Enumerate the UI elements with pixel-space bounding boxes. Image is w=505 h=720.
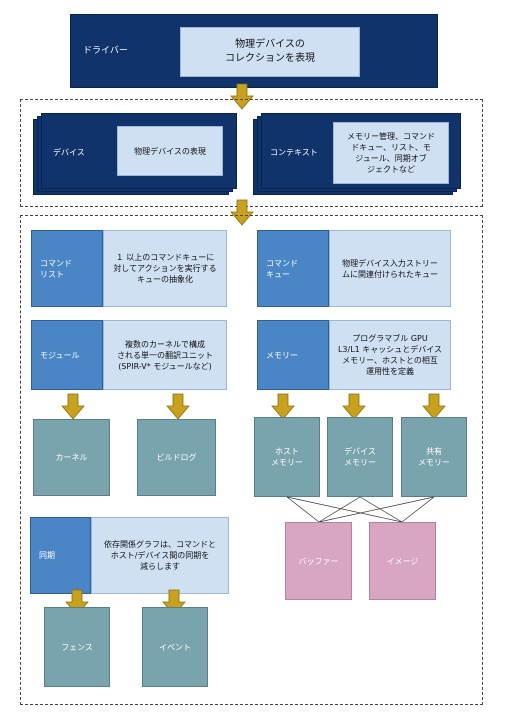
fence-box: フェンス xyxy=(44,607,110,687)
event-box: イベント xyxy=(142,607,208,687)
context-desc-line4: ジェクトなど xyxy=(367,165,415,174)
device-description: 物理デバイスの表現 xyxy=(117,126,223,176)
memory-description: プログラマブル GPU L3/L1 キャッシュとデバイス メモリー、ホストとの相… xyxy=(329,320,451,390)
memory-desc-line4: 運用性を定義 xyxy=(366,367,414,376)
command-list-label-line2: リスト xyxy=(40,269,64,279)
command-queue-desc-line1: 物理デバイス入力ストリー xyxy=(342,258,438,268)
module-label: モジュール xyxy=(31,320,103,390)
arrow-down-icon xyxy=(166,393,190,420)
device-label: デバイス xyxy=(53,148,85,157)
build-log-box: ビルドログ xyxy=(137,419,216,496)
device-memory-line2: メモリー xyxy=(344,458,376,467)
command-list-description: １ 以上のコマンドキューに 対してアクションを実行する キューの抽象化 xyxy=(103,230,227,307)
arrow-down-icon xyxy=(230,199,254,226)
kernel-box: カーネル xyxy=(33,419,110,496)
driver-desc-line1: 物理デバイスの xyxy=(235,39,305,50)
sync-label: 同期 xyxy=(30,517,91,594)
command-list-label-line1: コマンド xyxy=(40,258,72,268)
host-memory-box: ホスト メモリー xyxy=(254,417,320,497)
context-desc-line3: ジュール、同期オブ xyxy=(355,154,427,163)
sync-description: 依存関係グラフは、コマンドと ホスト/デバイス間の同期を 減らします xyxy=(91,517,229,594)
arrow-down-icon xyxy=(230,83,254,110)
shared-memory-line2: メモリー xyxy=(418,458,450,467)
sync-desc-line1: 依存関係グラフは、コマンドと xyxy=(104,540,216,549)
command-queue-description: 物理デバイス入力ストリー ムに関連付けられたキュー xyxy=(329,230,451,307)
driver-description: 物理デバイスの コレクションを表現 xyxy=(180,27,360,77)
sync-desc-line2: ホスト/デバイス間の同期を xyxy=(110,551,210,560)
sync-desc-line3: 減らします xyxy=(140,562,180,571)
memory-desc-line1: プログラマブル GPU xyxy=(352,334,428,343)
arrow-down-icon xyxy=(61,393,85,420)
module-desc-line1: 複数のカーネルで構成 xyxy=(125,339,205,349)
driver-desc-line2: コレクションを表現 xyxy=(225,53,315,64)
arrow-down-icon xyxy=(271,393,295,420)
arrow-down-icon xyxy=(342,393,366,420)
host-memory-line2: メモリー xyxy=(271,458,303,467)
context-desc-line1: メモリー管理、コマンド xyxy=(347,132,435,141)
buffer-box: バッファー xyxy=(285,522,352,600)
device-box: デバイス 物理デバイスの表現 xyxy=(41,113,237,189)
context-box: コンテキスト メモリー管理、コマンド ドキュー、リスト、モ ジュール、同期オブ … xyxy=(261,113,461,189)
arrow-down-icon xyxy=(422,393,446,420)
memory-desc-line2: L3/L1 キャッシュとデバイス xyxy=(337,345,443,354)
context-desc-line2: ドキュー、リスト、モ xyxy=(351,143,431,152)
module-desc-line2: される単一の翻訳ユニット xyxy=(117,350,213,360)
command-queue-label-line2: キュー xyxy=(266,269,290,279)
image-box: イメージ xyxy=(369,522,436,600)
command-queue-label-line1: コマンド xyxy=(266,258,298,268)
memory-label: メモリー xyxy=(257,320,329,390)
memory-desc-line3: メモリー、ホストとの相互 xyxy=(342,356,438,365)
command-list-desc-line3: キューの抽象化 xyxy=(137,275,193,284)
command-list-label: コマンド リスト xyxy=(31,230,103,307)
device-memory-line1: デバイス xyxy=(344,447,376,456)
module-desc-line3: (SPIR-V* モジュールなど) xyxy=(118,361,212,371)
shared-memory-line1: 共有 xyxy=(426,447,442,456)
command-queue-desc-line2: ムに関連付けられたキュー xyxy=(342,269,438,279)
objects-group xyxy=(20,215,483,705)
command-list-desc-line1: １ 以上のコマンドキューに xyxy=(115,253,215,262)
driver-box: ドライバー 物理デバイスの コレクションを表現 xyxy=(70,14,438,88)
shared-memory-box: 共有 メモリー xyxy=(401,417,467,497)
module-description: 複数のカーネルで構成 される単一の翻訳ユニット (SPIR-V* モジュールなど… xyxy=(103,320,227,390)
command-list-desc-line2: 対してアクションを実行する xyxy=(113,264,217,273)
device-context-group xyxy=(20,99,483,207)
host-memory-line1: ホスト xyxy=(275,447,299,456)
context-label: コンテキスト xyxy=(270,148,318,157)
context-description: メモリー管理、コマンド ドキュー、リスト、モ ジュール、同期オブ ジェクトなど xyxy=(333,122,449,184)
command-queue-label: コマンド キュー xyxy=(257,230,329,307)
device-memory-box: デバイス メモリー xyxy=(327,417,393,497)
driver-label: ドライバー xyxy=(83,46,128,56)
